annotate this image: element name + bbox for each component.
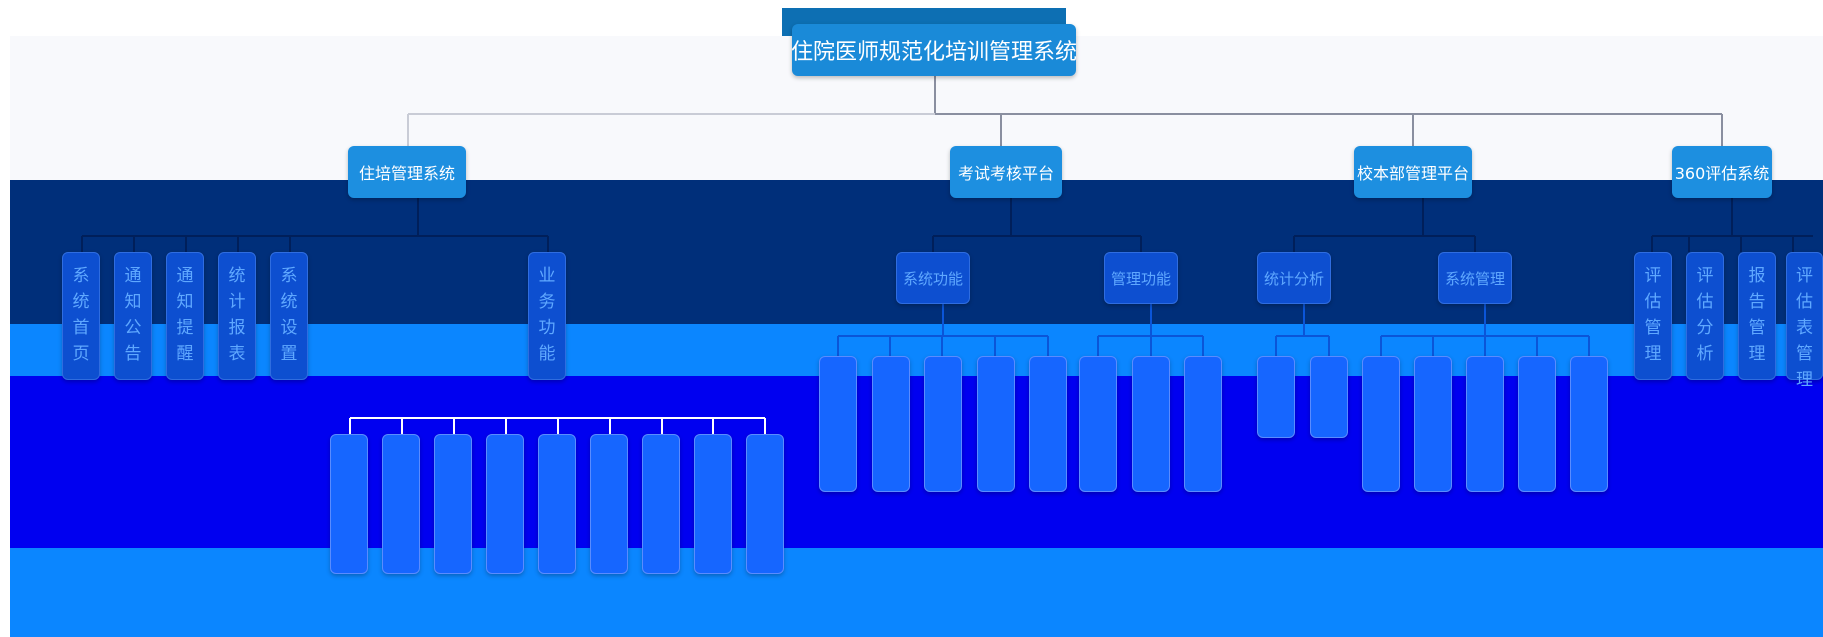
leaf-node xyxy=(590,434,628,574)
system-eval-label: 360评估系统 xyxy=(1674,164,1770,183)
module-campus-management-label: 系统管理 xyxy=(1444,269,1505,288)
module-campus-stats-label: 统计分析 xyxy=(1263,269,1324,288)
module-home: 系统首页 xyxy=(62,252,100,380)
module-exam-functions-label: 系统功能 xyxy=(902,269,963,288)
module-settings: 系统设置 xyxy=(270,252,308,380)
leaf-node xyxy=(1184,356,1222,492)
module-exam-management: 管理功能 xyxy=(1104,252,1178,304)
module-settings-label: 系统设置 xyxy=(280,266,298,364)
lower-blue-band xyxy=(10,548,1823,637)
system-exam-label: 考试考核平台 xyxy=(957,164,1054,183)
module-exam-functions: 系统功能 xyxy=(896,252,970,304)
system-campus-label: 校本部管理平台 xyxy=(1356,164,1469,183)
leaf-node xyxy=(434,434,472,574)
system-residency-label: 住培管理系统 xyxy=(358,164,455,183)
module-reports: 统计报表 xyxy=(218,252,256,380)
leaf-node xyxy=(1362,356,1400,492)
module-business: 业务功能 xyxy=(528,252,566,380)
root-node: 住院医师规范化培训管理系统 xyxy=(791,24,1078,76)
module-announcements-label: 通知公告 xyxy=(124,266,142,364)
module-exam-management-label: 管理功能 xyxy=(1110,269,1171,288)
leaf-node xyxy=(382,434,420,574)
module-eval-form-management: 评估表管理 xyxy=(1786,252,1823,390)
system-residency: 住培管理系统 xyxy=(348,146,466,198)
leaf-node xyxy=(924,356,962,492)
leaf-node xyxy=(1257,356,1295,438)
module-reminders: 通知提醒 xyxy=(166,252,204,380)
module-eval-analysis: 评估分析 xyxy=(1686,252,1724,380)
leaf-node xyxy=(1414,356,1452,492)
leaf-node xyxy=(819,356,857,492)
leaf-node xyxy=(1131,356,1170,492)
module-reminders-label: 通知提醒 xyxy=(176,266,194,364)
system-eval: 360评估系统 xyxy=(1672,146,1772,198)
leaf-node xyxy=(871,356,910,492)
module-eval-management-label: 评估管理 xyxy=(1644,266,1662,364)
leaf-node xyxy=(1466,356,1504,492)
leaf-node xyxy=(1029,356,1067,492)
module-report-management-label: 报告管理 xyxy=(1748,266,1766,364)
module-eval-form-management-label: 评估表管理 xyxy=(1796,266,1813,390)
leaf-node xyxy=(538,434,576,574)
leaf-node xyxy=(1079,356,1117,492)
module-campus-management: 系统管理 xyxy=(1438,252,1512,304)
module-report-management: 报告管理 xyxy=(1738,252,1776,380)
leaf-node xyxy=(486,434,524,574)
leaf-node xyxy=(694,434,732,574)
module-reports-label: 统计报表 xyxy=(228,266,246,364)
module-announcements: 通知公告 xyxy=(114,252,152,380)
module-home-label: 系统首页 xyxy=(72,266,90,364)
leaf-node xyxy=(1570,356,1608,492)
leaf-node xyxy=(976,356,1015,492)
system-campus: 校本部管理平台 xyxy=(1354,146,1472,198)
leaf-node xyxy=(642,434,680,574)
leaf-node xyxy=(746,434,784,574)
module-eval-management: 评估管理 xyxy=(1634,252,1672,380)
module-campus-stats: 统计分析 xyxy=(1257,252,1331,304)
system-exam: 考试考核平台 xyxy=(950,146,1062,198)
root-title: 住院医师规范化培训管理系统 xyxy=(791,40,1078,65)
module-business-label: 业务功能 xyxy=(538,266,556,364)
module-eval-analysis-label: 评估分析 xyxy=(1696,266,1714,364)
leaf-node xyxy=(330,434,368,574)
leaf-node xyxy=(1310,356,1348,438)
leaf-node xyxy=(1518,356,1556,492)
